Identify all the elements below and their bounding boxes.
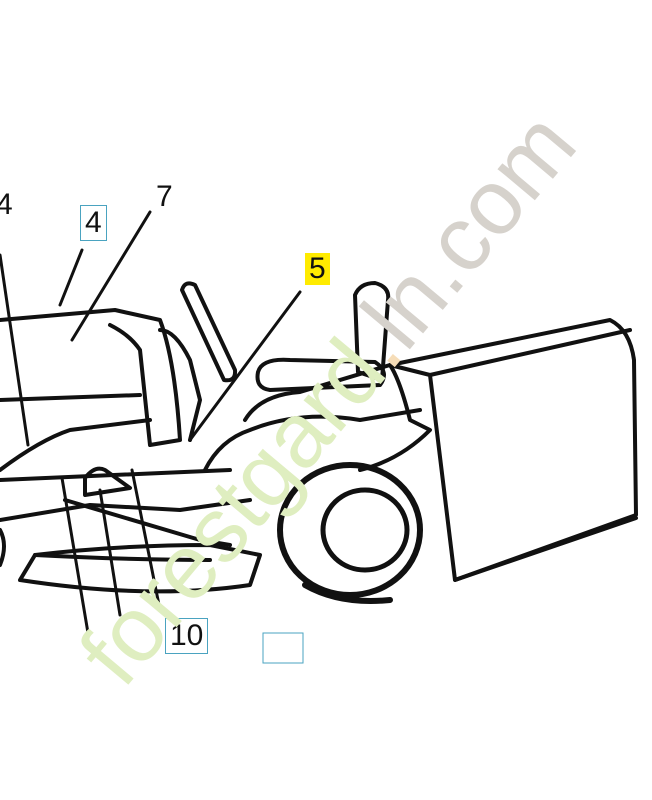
leader-4b [58, 248, 84, 307]
bag-bottom [453, 516, 638, 582]
hood-side [0, 393, 142, 402]
rear-wheel-outer [277, 462, 423, 598]
mower-deck [18, 543, 262, 594]
leader-10c [130, 468, 162, 612]
rear-wheel-hub [320, 487, 410, 573]
seat-back [353, 281, 391, 382]
leader-10b [98, 488, 122, 617]
steering-wheel [180, 281, 238, 383]
callout-10: 10 [165, 618, 209, 654]
leader-10a [60, 476, 90, 635]
pedal-plate [63, 498, 232, 547]
leader-5 [188, 290, 302, 442]
front-wheel [0, 528, 6, 567]
body-side [203, 408, 422, 472]
callout-4-boxed: 4 [80, 205, 107, 241]
leader-7 [70, 210, 152, 342]
hood [0, 308, 182, 447]
leader-4a [0, 253, 30, 447]
deck-inner [33, 553, 212, 562]
bag-top-edge [428, 328, 632, 377]
callout-box-empty [262, 632, 304, 664]
chassis-mid [0, 498, 252, 522]
rear-fender [243, 363, 432, 472]
hood-lower [0, 418, 152, 472]
callout-4-left: 4 [0, 188, 13, 221]
wheel-tread [302, 582, 393, 604]
pedal-lever [83, 466, 132, 497]
callout-7: 7 [156, 180, 173, 213]
callout-5: 5 [305, 253, 330, 285]
